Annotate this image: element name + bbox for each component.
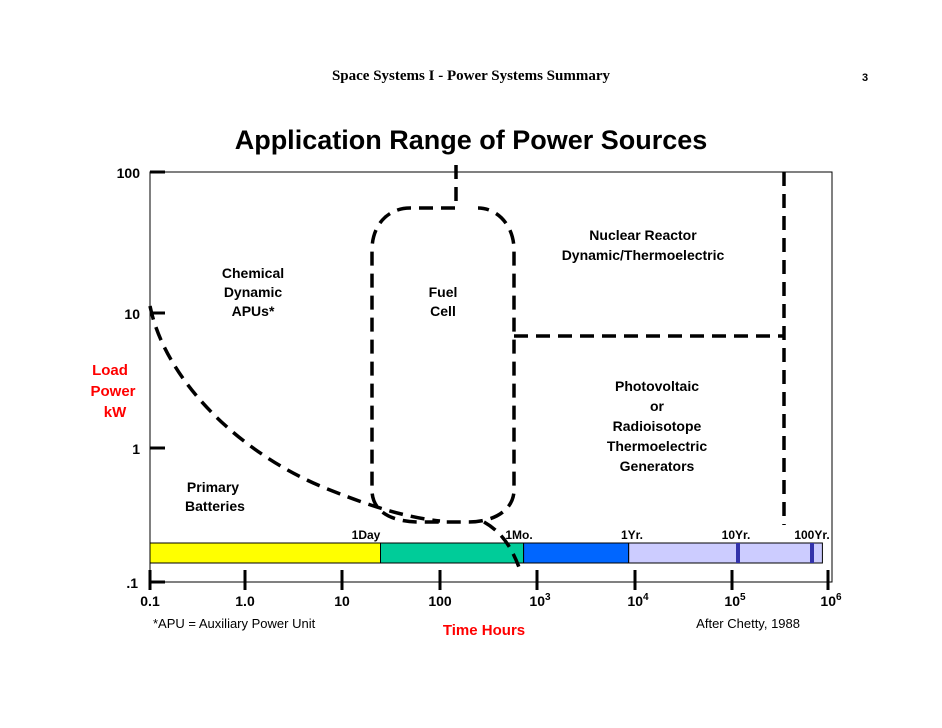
timeline-bar: [149, 542, 823, 564]
marker-label-1yr: 1Yr.: [621, 528, 643, 542]
fuel-cell-label-line-1: Fuel: [429, 284, 458, 300]
x-tick-label-10: 10: [334, 593, 350, 609]
diagram-title: Application Range of Power Sources: [234, 125, 708, 155]
timeline-segment-days: [380, 542, 525, 564]
y-axis-label-line-3: kW: [104, 404, 127, 421]
y-tick-label-1: 1: [132, 441, 140, 457]
nuclear-label-line-1: Nuclear Reactor: [589, 227, 697, 243]
fuel-cell-boundary: [370, 165, 516, 524]
timeline-segment-hours: [149, 542, 381, 564]
pv-label-line-5: Generators: [620, 458, 695, 474]
marker-100yr-tick: [810, 543, 814, 563]
header-title: Space Systems I - Power Systems Summary: [331, 68, 611, 84]
marker-label-1day: 1Day: [352, 528, 381, 542]
marker-label-1mo: 1Mo.: [505, 528, 532, 542]
pv-label-line-1: Photovoltaic: [615, 378, 699, 394]
y-axis-label-line-2: Power: [90, 383, 135, 400]
apu-label-line-3: APUs*: [232, 303, 275, 319]
batteries-boundary-curve: [148, 305, 441, 523]
x-tick-label-10000: 104: [627, 592, 649, 609]
footnote-apu: *APU = Auxiliary Power Unit: [153, 616, 316, 631]
plot-frame: [149, 171, 833, 583]
apu-label-line-2: Dynamic: [224, 284, 283, 300]
fuel-cell-label-line-2: Cell: [430, 303, 456, 319]
y-tick-label-10: 10: [124, 306, 140, 322]
timeline-segment-years: [628, 542, 823, 564]
fuel-cell-tail: [483, 520, 522, 571]
pv-label-line-2: or: [650, 398, 665, 414]
y-tick-label-0-1: .1: [126, 575, 138, 591]
x-tick-label-100: 100: [428, 593, 452, 609]
x-axis-label: Time Hours: [443, 622, 525, 639]
batteries-label-line-1: Primary: [187, 479, 239, 495]
y-tick-label-100: 100: [117, 165, 141, 181]
x-tick-label-1: 1.0: [235, 593, 255, 609]
pv-label-line-3: Radioisotope: [613, 418, 702, 434]
page-number: 3: [862, 72, 869, 84]
nuclear-label-line-2: Dynamic/Thermoelectric: [562, 247, 725, 263]
y-axis-label-line-1: Load: [92, 362, 128, 379]
x-tick-label-100000: 105: [724, 592, 746, 609]
x-tick-label-1000000: 106: [820, 592, 842, 609]
x-tick-label-0-1: 0.1: [140, 593, 160, 609]
marker-label-10yr: 10Yr.: [722, 528, 751, 542]
batteries-label-line-2: Batteries: [185, 498, 245, 514]
marker-10yr-tick: [736, 543, 740, 563]
marker-label-100yr: 100Yr.: [794, 528, 829, 542]
apu-label-line-1: Chemical: [222, 265, 284, 281]
x-tick-label-1000: 103: [529, 592, 551, 609]
source-citation: After Chetty, 1988: [696, 616, 800, 631]
timeline-segment-months: [523, 542, 630, 564]
pv-label-line-4: Thermoelectric: [607, 438, 708, 454]
